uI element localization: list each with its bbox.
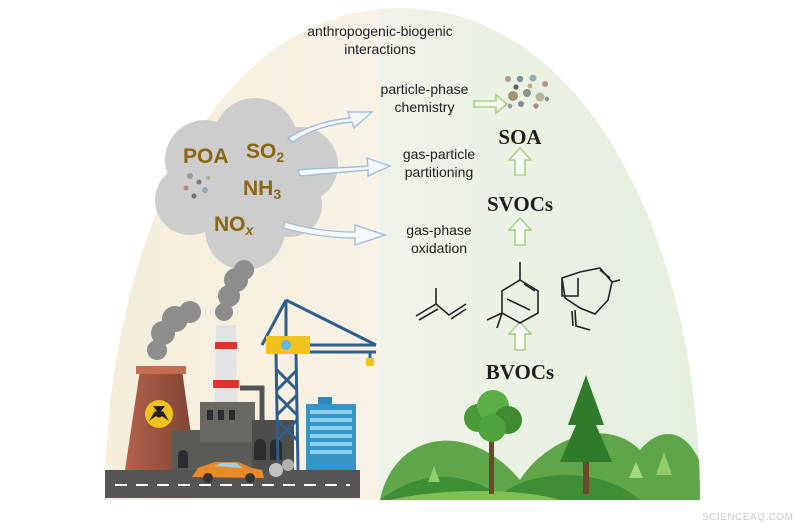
label-particle-phase-chemistry: particle-phase chemistry [380, 81, 469, 115]
pollutant-nh3: NH3 [243, 177, 282, 202]
smoke [147, 260, 254, 360]
label-soa: SOA [498, 125, 542, 149]
cloud-arrows [282, 111, 392, 246]
trees [428, 375, 672, 494]
label-anthropogenic-biogenic-interactions: anthropogenic-biogenic interactions [307, 23, 453, 57]
cloud-particles [183, 173, 210, 199]
pollutant-so2: SO2 [246, 140, 285, 165]
green-arrows [473, 93, 533, 351]
car [192, 459, 294, 483]
watermark: SCIENCEAQ.COM [702, 512, 794, 523]
soa-particles [505, 74, 550, 109]
crane-cab [266, 336, 374, 366]
beta-caryophyllene-structure [561, 267, 621, 331]
green-hills [380, 433, 700, 500]
office-building [306, 397, 356, 474]
label-gas-phase-oxidation: gas-phase oxidation [406, 222, 472, 256]
label-svocs: SVOCs [486, 192, 554, 216]
isoprene-structure [415, 288, 467, 321]
label-bvocs: BVOCs [485, 360, 555, 384]
alpha-pinene-structure [486, 262, 539, 329]
pollutant-poa: POA [183, 145, 229, 168]
label-gas-particle-partitioning: gas-particle partitioning [402, 146, 476, 180]
pollution-cloud [155, 98, 338, 270]
pollutant-nox: NOx [214, 213, 254, 238]
